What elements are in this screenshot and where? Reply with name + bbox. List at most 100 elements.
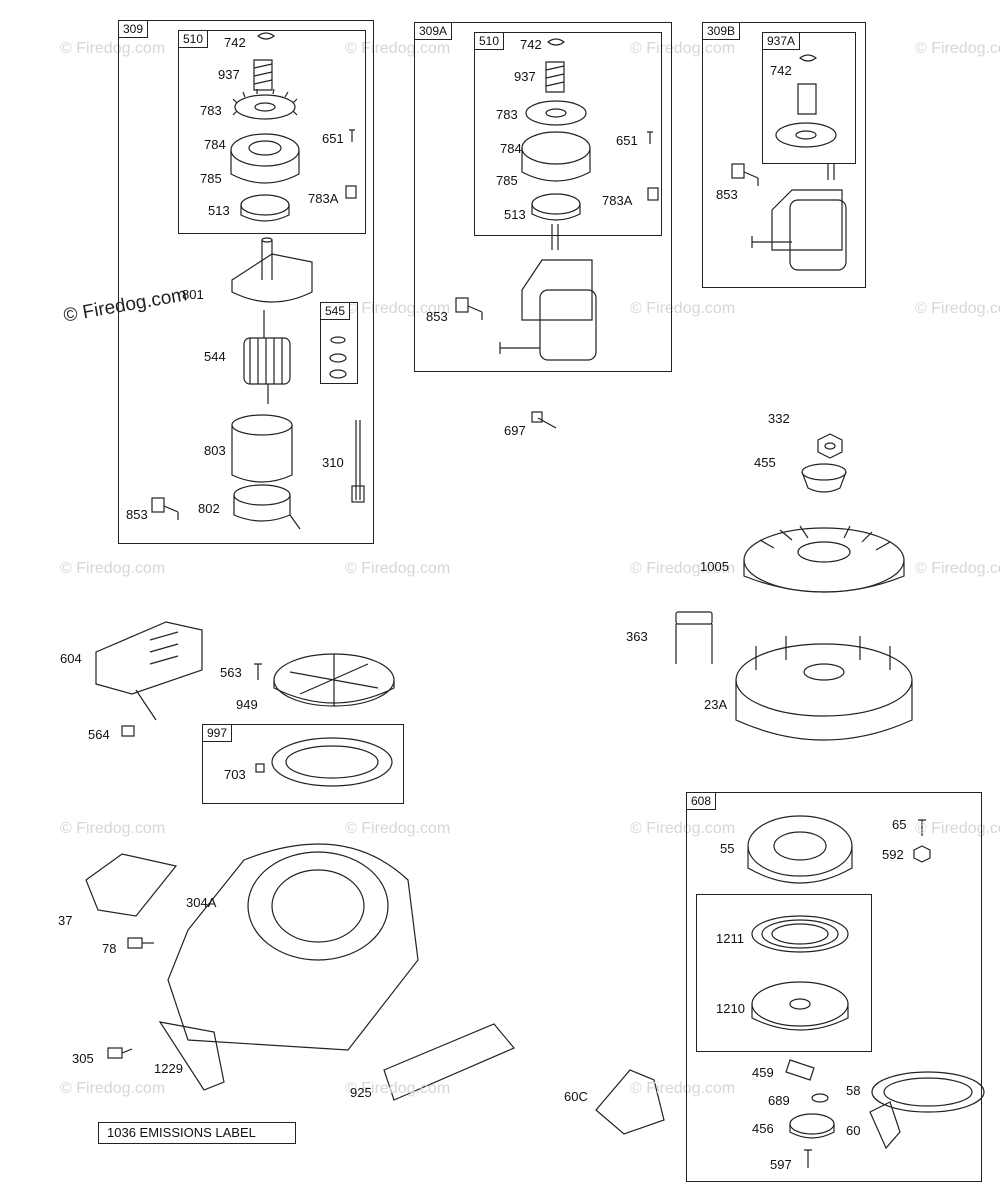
group-tag-309A: 309A (414, 22, 453, 40)
part-label: 304A (186, 895, 217, 910)
screw-78-drawing (127, 937, 154, 949)
watermark: © Firedog.com (345, 820, 451, 837)
lead-853c-drawing (731, 163, 759, 186)
watermark: © Firedog.com (60, 820, 166, 837)
spring-1211-drawing (751, 915, 849, 953)
part-label: 742 (520, 37, 542, 52)
part-label: 801 (182, 287, 204, 302)
bolt-310-drawing (351, 420, 365, 503)
group-box-309A (414, 22, 672, 372)
part-label: 651 (322, 131, 344, 146)
group-box-rewind-inner (696, 894, 872, 1052)
bolt-697-drawing (531, 411, 557, 429)
part-label: 592 (882, 847, 904, 862)
group-tag-608: 608 (686, 792, 717, 810)
end-cap-801-drawing (231, 237, 313, 303)
part-label: 1211 (716, 931, 744, 946)
starter-motor-309A-drawing (499, 224, 597, 361)
armature-544-drawing (243, 310, 291, 404)
part-label: 853 (126, 507, 148, 522)
group-box-937A (762, 32, 856, 164)
guard-37-drawing (85, 853, 178, 917)
cover-925-drawing (383, 1023, 515, 1101)
part-label: 60C (564, 1089, 588, 1104)
baffle-1229-drawing (158, 1021, 225, 1091)
part-label: 65 (892, 817, 907, 832)
part-label: 742 (770, 63, 792, 78)
part-label: 455 (754, 455, 776, 470)
bushing-783A-drawing (345, 185, 357, 199)
rewind-housing-55-drawing (747, 815, 853, 884)
pawl-459-drawing (785, 1059, 815, 1081)
shield-604-drawing (95, 621, 203, 721)
part-label: 37 (58, 913, 73, 928)
group-tag-510: 510 (178, 30, 209, 48)
nut-332-drawing (817, 433, 843, 459)
part-label: 937 (218, 67, 240, 82)
bushing-783Ab-drawing (647, 187, 659, 201)
housing-784b-drawing (521, 131, 591, 182)
screen-949-drawing (273, 653, 395, 707)
cup-455-drawing (801, 463, 847, 493)
part-label: 802 (198, 501, 220, 516)
part-label: 310 (322, 455, 344, 470)
part-label: 783 (496, 107, 518, 122)
part-label: 78 (102, 941, 117, 956)
watermark: © Firedog.com (915, 40, 1000, 57)
part-label: 689 (768, 1093, 790, 1108)
fan-1005-drawing (743, 525, 905, 593)
screw-564-drawing (121, 725, 135, 737)
group-box-997 (202, 724, 404, 804)
group-box-309 (118, 20, 374, 544)
gear-783b-drawing (525, 100, 587, 126)
rope-58-drawing (871, 1071, 985, 1113)
part-label: 604 (60, 651, 82, 666)
washers-545-drawing (329, 336, 347, 379)
part-label: 305 (72, 1051, 94, 1066)
watermark: © Firedog.com (345, 1080, 451, 1097)
screw-563-drawing (254, 663, 262, 680)
watermark: © Firedog.com (630, 820, 736, 837)
housing-784-drawing (230, 133, 300, 184)
part-label: 703 (224, 767, 246, 782)
group-tag-309B: 309B (702, 22, 741, 40)
part-label: 783A (602, 193, 633, 208)
part-label: 55 (720, 841, 735, 856)
watermark: © Firedog.com (915, 820, 1000, 837)
flywheel-23A-drawing (735, 636, 913, 741)
part-label: 513 (504, 207, 526, 222)
retainer-742c-drawing (798, 54, 818, 62)
gasket-703-drawing (255, 737, 393, 787)
watermark: © Firedog.com (60, 560, 166, 577)
part-label: 742 (224, 35, 246, 50)
part-label: 651 (616, 133, 638, 148)
part-label: 803 (204, 443, 226, 458)
part-label: 60 (846, 1123, 861, 1138)
part-label: 785 (200, 171, 222, 186)
part-label: 783A (308, 191, 339, 206)
part-label: 564 (88, 727, 110, 742)
group-box-608 (686, 792, 982, 1182)
screw-651-drawing (349, 129, 355, 142)
part-label: 784 (204, 137, 226, 152)
screw-65-drawing (918, 819, 926, 836)
group-box-510b (474, 32, 662, 236)
retainer-742-drawing (256, 32, 276, 40)
gear-937A-drawing (775, 122, 837, 148)
watermark: © Firedog.com (60, 1080, 166, 1097)
screw-651b-drawing (647, 131, 653, 144)
lead-853b-drawing (455, 297, 483, 320)
cam-456-drawing (789, 1113, 835, 1139)
watermark: © Firedog.com (630, 1080, 736, 1097)
part-label: 363 (626, 629, 648, 644)
group-tag-545: 545 (320, 302, 351, 320)
handle-60C-drawing (595, 1069, 665, 1135)
screw-597-drawing (804, 1149, 812, 1168)
clutch-513b-drawing (531, 193, 581, 221)
watermark: © Firedog.com (345, 300, 451, 317)
bolt-305-drawing (107, 1047, 133, 1059)
group-tag-997: 997 (202, 724, 233, 742)
bracket-363-drawing (675, 611, 713, 664)
